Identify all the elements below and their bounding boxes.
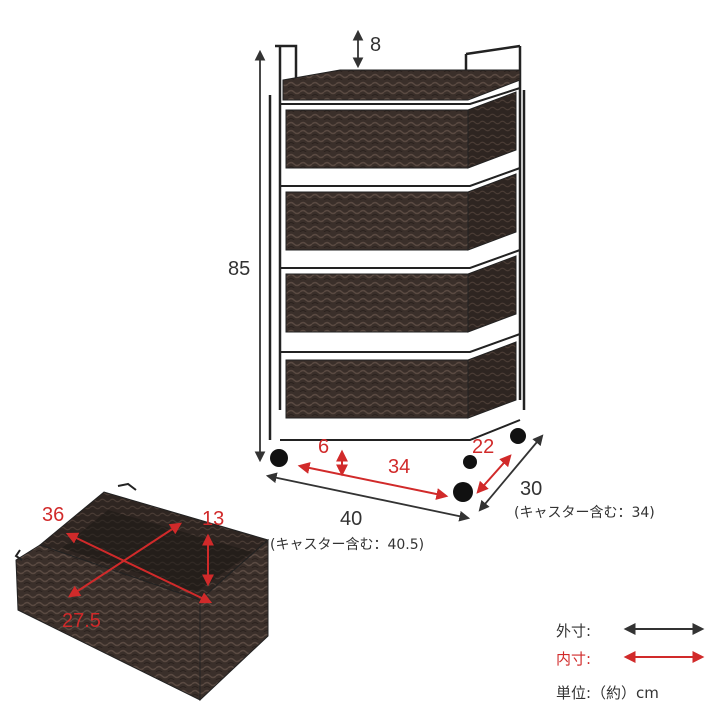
legend-arrows [623, 623, 705, 663]
depth-label: 30 [520, 478, 543, 500]
cart-frame [268, 44, 526, 440]
legend-outer-label: 外寸: [556, 622, 592, 640]
drawer-rails [280, 87, 521, 441]
inner-depth-label: 22 [472, 436, 495, 458]
drawer-3 [285, 255, 517, 333]
drawer-height-label: 13 [202, 508, 225, 530]
drawer-length-label: 36 [42, 504, 65, 526]
inner-width-label: 34 [388, 456, 411, 478]
width-caster-note: (キャスター含む：40.5) [270, 537, 425, 553]
depth-caster-note: (キャスター含む：34) [514, 505, 655, 521]
inner-gap-label: 6 [318, 436, 330, 458]
drawer-1 [285, 91, 517, 169]
height-label: 85 [228, 258, 251, 280]
drawer-2 [285, 173, 517, 251]
drawer-stack [285, 91, 517, 419]
legend-inner-label: 内寸: [556, 650, 592, 668]
drawer-4 [285, 341, 517, 419]
width-label: 40 [340, 508, 363, 530]
legend-unit-label: 単位:（約）cm [556, 684, 659, 702]
drawer-depth-label: 27.5 [62, 610, 101, 632]
inner-dimension-arrows-drawer [65, 522, 214, 604]
top-shelf [282, 69, 521, 101]
inner-dimension-arrows-cart [297, 449, 512, 500]
top-gap-label: 8 [370, 34, 382, 56]
